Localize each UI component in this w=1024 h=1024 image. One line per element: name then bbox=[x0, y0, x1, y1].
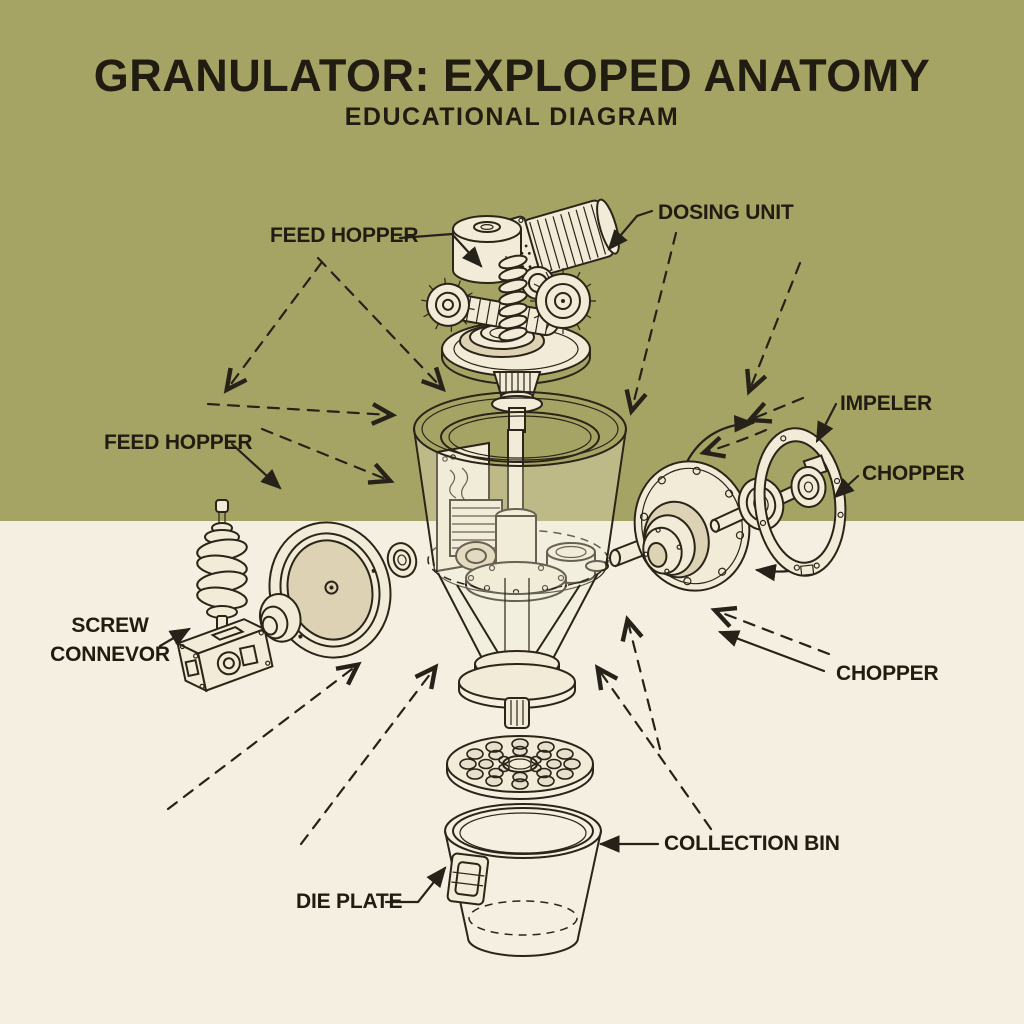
label-die-plate: DIE PLATE bbox=[296, 890, 403, 913]
dosing-unit-assembly bbox=[421, 198, 620, 433]
drive-flange-drawing bbox=[609, 460, 751, 592]
rotary-table bbox=[441, 321, 591, 385]
bevel-gear bbox=[491, 371, 543, 433]
leader-lines bbox=[158, 209, 860, 904]
internal-drive bbox=[427, 441, 609, 602]
label-feed-hopper-top: FEED HOPPER bbox=[270, 224, 419, 247]
drive-gears bbox=[518, 263, 596, 334]
process-bowl bbox=[413, 391, 627, 729]
label-chopper-bottom: CHOPPER bbox=[836, 662, 939, 685]
feed-screw bbox=[498, 254, 528, 342]
page-subtitle: EDUCATIONAL DIAGRAM bbox=[344, 103, 680, 131]
label-dosing-unit: DOSING UNIT bbox=[658, 201, 794, 224]
dashed-flow-arrows bbox=[166, 231, 831, 846]
bowl-shell bbox=[413, 391, 627, 595]
outlet-flange bbox=[458, 650, 576, 729]
label-screw-conveyor: SCREW CONNEVOR bbox=[40, 611, 180, 669]
hand-wheel-drawing bbox=[259, 521, 392, 659]
conveyor-gearbox-drawing bbox=[175, 618, 274, 693]
label-screw-conveyor-line2: CONNEVOR bbox=[50, 643, 170, 666]
label-screw-conveyor-line1: SCREW bbox=[71, 614, 149, 637]
feed-drum bbox=[452, 215, 522, 284]
label-feed-hopper-left: FEED HOPPER bbox=[104, 431, 253, 454]
page-title: GRANULATOR: EXPLOPED ANATOMY bbox=[93, 50, 931, 101]
screw-auger-drawing bbox=[196, 499, 248, 635]
bin-handle bbox=[446, 852, 490, 906]
impeller-ring-drawing bbox=[753, 427, 847, 577]
label-chopper-right: CHOPPER bbox=[862, 462, 965, 485]
discharge-cone bbox=[437, 572, 599, 679]
label-collection-bin: COLLECTION BIN bbox=[664, 832, 840, 855]
die-plate-drawing bbox=[446, 735, 594, 800]
seal-ring-drawing bbox=[386, 542, 418, 578]
collection-bin-drawing bbox=[444, 803, 602, 957]
label-impeller: IMPELER bbox=[840, 392, 932, 415]
